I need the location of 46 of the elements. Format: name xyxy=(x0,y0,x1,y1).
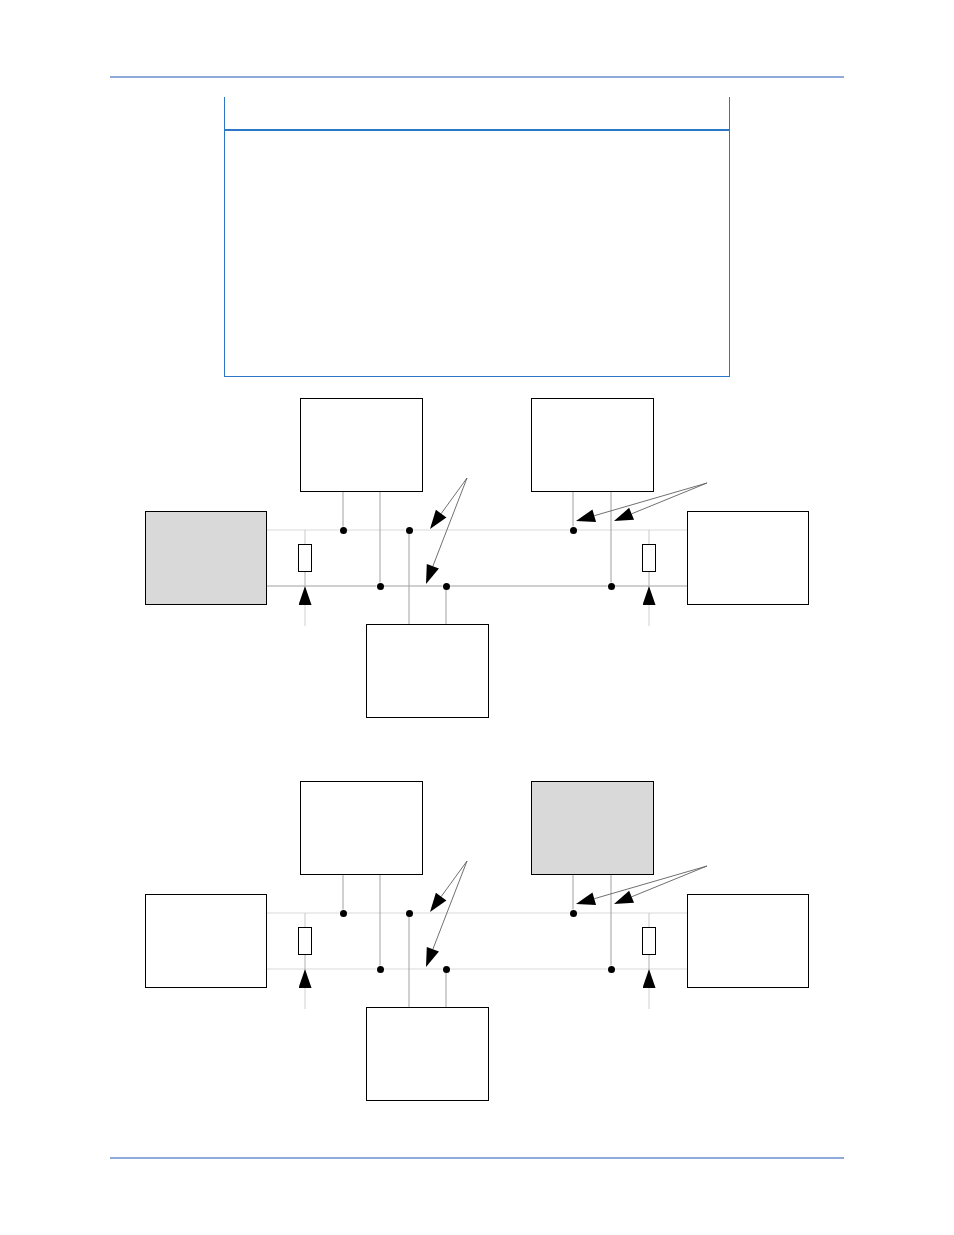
wire xyxy=(572,491,574,527)
wire xyxy=(610,874,612,966)
device-box xyxy=(366,624,489,718)
junction-dot xyxy=(405,909,413,917)
resistor-symbol xyxy=(298,544,312,586)
junction-dot xyxy=(405,526,413,534)
device-box xyxy=(145,511,267,605)
device-box xyxy=(145,894,267,988)
wire xyxy=(445,589,447,625)
arrow xyxy=(298,968,312,1010)
junction-dot xyxy=(376,582,384,590)
wire xyxy=(572,874,574,910)
device-box xyxy=(300,398,423,492)
junction-dot xyxy=(376,965,384,973)
resistor-symbol xyxy=(642,544,656,586)
junction-dot xyxy=(607,965,615,973)
wire xyxy=(266,585,377,587)
device-box xyxy=(531,781,654,875)
device-box xyxy=(687,511,809,605)
device-box xyxy=(531,398,654,492)
device-box xyxy=(300,781,423,875)
device-box xyxy=(687,894,809,988)
wire xyxy=(379,491,381,583)
junction-dot xyxy=(442,965,450,973)
junction-dot xyxy=(339,526,347,534)
junction-dot xyxy=(607,582,615,590)
junction-dot xyxy=(569,526,577,534)
wire xyxy=(408,916,410,1008)
junction-dot xyxy=(442,582,450,590)
arrow xyxy=(642,968,656,1010)
wire xyxy=(342,491,344,527)
wire xyxy=(614,585,688,587)
resistor-symbol xyxy=(642,927,656,969)
junction-dot xyxy=(569,909,577,917)
resistor-symbol xyxy=(298,927,312,969)
arrow xyxy=(298,585,312,627)
wire xyxy=(445,972,447,1008)
wire xyxy=(379,874,381,966)
wire xyxy=(408,533,410,625)
wire xyxy=(383,585,443,587)
device-box xyxy=(366,1007,489,1101)
wire xyxy=(610,491,612,583)
wire xyxy=(449,585,608,587)
wire xyxy=(342,874,344,910)
arrow xyxy=(642,585,656,627)
junction-dot xyxy=(339,909,347,917)
